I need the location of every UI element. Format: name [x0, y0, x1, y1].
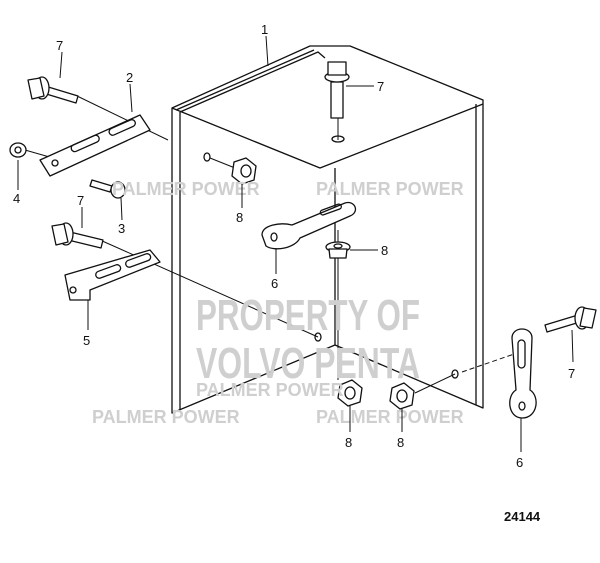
watermark-brand: PALMER POWER — [196, 380, 344, 400]
callout-5: 5 — [83, 333, 90, 348]
figure-number: 24144 — [504, 509, 541, 524]
callout-7-right: 7 — [568, 366, 575, 381]
callout-leaders — [17, 35, 574, 452]
callout-2: 2 — [126, 70, 133, 85]
bolt-top — [324, 61, 350, 119]
callout-1: 1 — [261, 22, 268, 37]
watermark-volvo-penta: VOLVO PENTA — [196, 339, 420, 388]
callout-6-center: 6 — [271, 276, 278, 291]
nut-8-center — [325, 241, 351, 259]
callout-4: 4 — [13, 191, 20, 206]
callout-6-right: 6 — [516, 455, 523, 470]
callouts: 1 2 3 4 5 6 6 7 7 7 7 8 8 8 8 8 24144 — [13, 22, 575, 524]
nut-8-upper — [231, 157, 257, 185]
callout-8-bottom-right: 8 — [397, 435, 404, 450]
watermark-brand: PALMER POWER — [316, 179, 464, 199]
nut-4 — [9, 142, 27, 158]
nut-8-bottom-left — [337, 379, 363, 407]
bracket-6-right — [509, 328, 537, 419]
bracket-2 — [39, 114, 151, 177]
watermark: PROPERTY OF VOLVO PENTA PALMER POWER PAL… — [92, 179, 464, 427]
bracket-5 — [64, 249, 161, 301]
nut-8-bottom-right — [389, 382, 415, 410]
callout-7-upper-left: 7 — [56, 38, 63, 53]
watermark-brand: PALMER POWER — [316, 407, 464, 427]
bolt-upper-left — [27, 76, 79, 104]
callout-8-upper: 8 — [236, 210, 243, 225]
watermark-brand: PALMER POWER — [112, 179, 260, 199]
watermark-property: PROPERTY OF — [196, 291, 420, 340]
bracket-6-center — [261, 201, 357, 250]
callout-7-top: 7 — [377, 79, 384, 94]
callout-8-center: 8 — [381, 243, 388, 258]
bolt-mid-left — [51, 222, 104, 249]
screw-3 — [89, 179, 126, 199]
callout-8-bottom-left: 8 — [345, 435, 352, 450]
callout-3: 3 — [118, 221, 125, 236]
watermark-brand: PALMER POWER — [92, 407, 240, 427]
bolt-right — [544, 306, 597, 333]
callout-7-mid-left: 7 — [77, 193, 84, 208]
